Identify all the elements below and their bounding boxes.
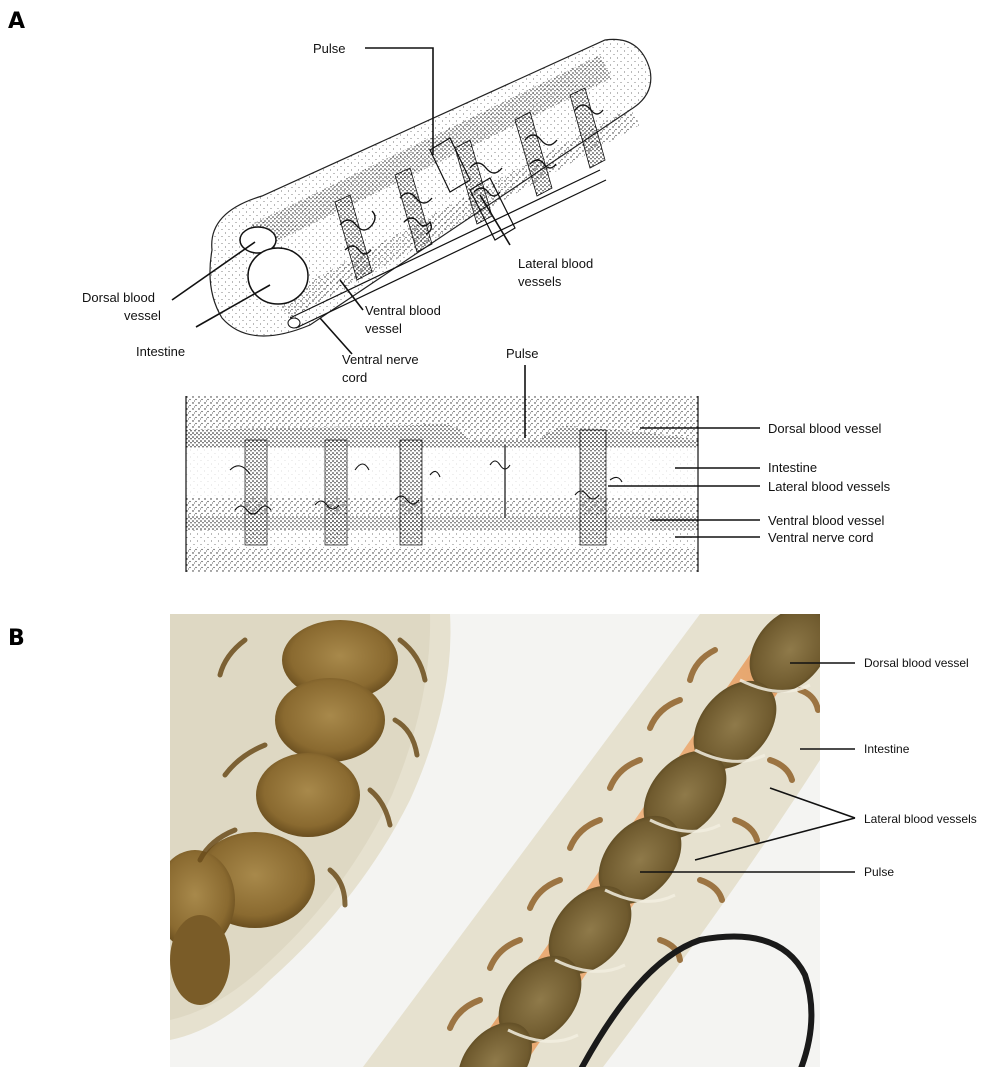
label-ventral-nerve-2: cord [342, 370, 367, 385]
label-lateral-vessels-1: Lateral blood [518, 256, 593, 271]
label-side-lateral-vessels: Lateral blood vessels [768, 479, 891, 494]
label-photo-dorsal-vessel: Dorsal blood vessel [864, 656, 969, 670]
panel-b-letter: B [8, 626, 25, 651]
label-side-dorsal-vessel: Dorsal blood vessel [768, 421, 882, 436]
label-side-pulse: Pulse [506, 346, 539, 361]
micrograph-photo [155, 591, 847, 1071]
label-photo-intestine: Intestine [864, 742, 910, 756]
label-dorsal-vessel-1: Dorsal blood [82, 290, 155, 305]
label-lateral-vessels-2: vessels [518, 274, 562, 289]
label-ventral-vessel-1: Ventral blood [365, 303, 441, 318]
label-photo-pulse: Pulse [864, 865, 894, 879]
side-view-drawing [186, 396, 698, 572]
label-ventral-nerve-1: Ventral nerve [342, 352, 419, 367]
label-ventral-vessel-2: vessel [365, 321, 402, 336]
perspective-worm-drawing [210, 39, 651, 336]
label-side-ventral-vessel: Ventral blood vessel [768, 513, 884, 528]
label-photo-lateral-vessels: Lateral blood vessels [864, 812, 977, 826]
label-dorsal-vessel-2: vessel [124, 308, 161, 323]
label-pulse-top: Pulse [313, 41, 346, 56]
label-side-intestine: Intestine [768, 460, 817, 475]
panel-a-letter: A [8, 9, 25, 34]
label-intestine: Intestine [136, 344, 185, 359]
photo-labels: Dorsal blood vessel Intestine Lateral bl… [864, 656, 977, 879]
label-side-ventral-nerve: Ventral nerve cord [768, 530, 874, 545]
